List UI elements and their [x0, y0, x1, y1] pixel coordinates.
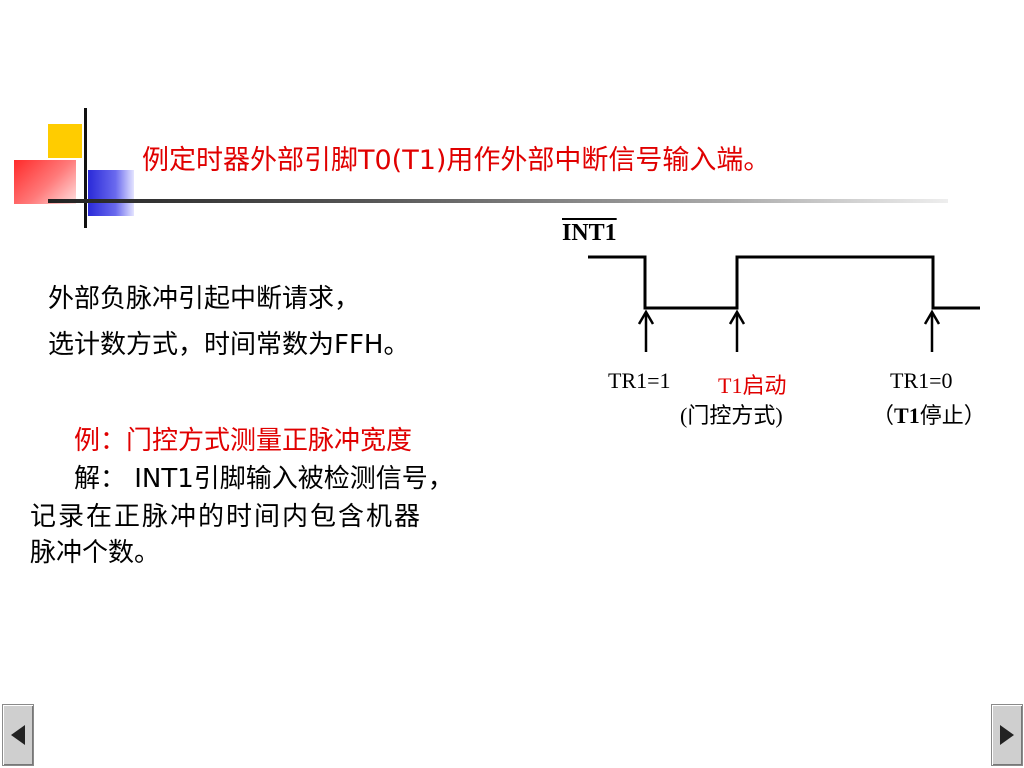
- t1-stop-open: （: [872, 403, 895, 428]
- solution-line-2: 记录在正脉冲的时间内包含机器: [30, 502, 423, 532]
- gate-mode-label: (门控方式): [680, 403, 783, 428]
- tr1-on-label: TR1=1: [608, 368, 671, 393]
- ornament-blue-square: [88, 170, 134, 216]
- ornament-red-square: [14, 160, 76, 204]
- next-slide-button[interactable]: [991, 704, 1023, 766]
- int1-waveform: [588, 255, 980, 310]
- desc-line-2: 选计数方式，时间常数为FFH。: [48, 330, 410, 360]
- prev-slide-button[interactable]: [2, 704, 34, 766]
- slide-title: 例定时器外部引脚T0(T1)用作外部中断信号输入端。: [142, 145, 771, 176]
- ornament-vertical-line: [84, 108, 87, 228]
- t1-stop-bold: T1: [894, 403, 920, 428]
- ornament-yellow-square: [48, 124, 82, 158]
- title-underline: [48, 199, 948, 203]
- t1-stop-rest: 停止）: [919, 403, 986, 428]
- event-arrows: [637, 309, 941, 352]
- t1-stop-label: （T1停止）: [872, 398, 986, 430]
- tr1-off-label: TR1=0: [890, 368, 953, 393]
- int1-waveform-diagram: [588, 255, 980, 352]
- triangle-left-icon: [11, 725, 25, 745]
- solution-line-1: 解： INT1引脚输入被检测信号，: [74, 464, 454, 494]
- t1-start-label: T1启动: [718, 373, 787, 398]
- example-title: 例：门控方式测量正脉冲宽度: [74, 426, 413, 456]
- solution-line-3: 脉冲个数。: [30, 538, 161, 568]
- int1-signal-label: INT1: [562, 220, 617, 246]
- desc-line-1: 外部负脉冲引起中断请求，: [48, 284, 361, 314]
- triangle-right-icon: [1000, 725, 1014, 745]
